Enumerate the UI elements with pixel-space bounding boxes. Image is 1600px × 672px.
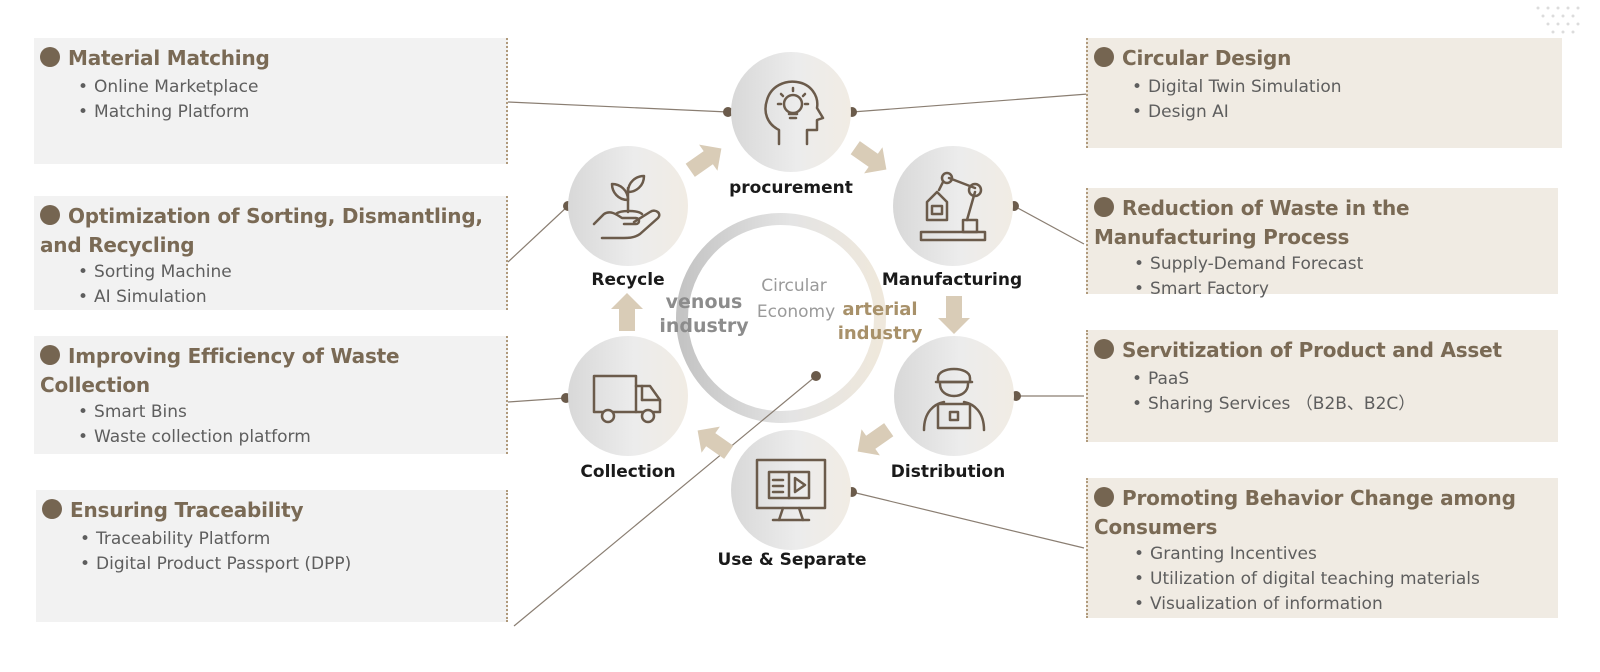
arrow-use-to-collection [697,426,734,459]
arrow-distribution-to-use [857,423,894,456]
box-items: Sorting Machine AI Simulation [78,260,496,310]
arterial-industry-label: arterial industry [837,299,923,344]
list-item: Supply-Demand Forecast [1134,252,1548,277]
node-distribution [894,336,1014,456]
bullet-dot-icon [1094,47,1114,67]
list-item: Sharing Services （B2B、B2C） [1132,392,1548,417]
connector-material-matching [507,101,729,113]
box-material-matching: Material Matching Online Marketplace Mat… [34,38,508,164]
box-items: Smart Bins Waste collection platform [78,400,496,450]
node-collection [568,336,688,456]
list-item: Granting Incentives [1134,542,1548,567]
hand-plant-icon [592,174,661,240]
list-item: Visualization of information [1134,592,1548,617]
box-sorting-optimization: Optimization of Sorting, Dismantling, an… [34,196,508,310]
bullet-dot-icon [1094,487,1114,507]
circular-economy-ring [676,213,886,423]
node-label-distribution: Distribution [890,462,1006,482]
connector-sorting [507,205,569,263]
node-label-procurement: procurement [729,178,853,198]
worker-laptop-icon [922,367,986,432]
idea-head-icon [764,80,825,146]
truck-icon [592,374,662,424]
box-title: Optimization of Sorting, Dismantling, an… [40,204,483,257]
list-item: Smart Factory [1134,277,1548,302]
node-recycle [568,146,688,266]
box-waste-reduction: Reduction of Waste in the Manufacturing … [1086,188,1558,299]
connector-waste-collection [507,397,567,403]
list-item: PaaS [1132,367,1548,392]
box-items: Supply-Demand Forecast Smart Factory [1134,252,1548,302]
list-item: Design AI [1132,100,1552,125]
connector-circular-design [851,93,1089,113]
bullet-dot-icon [40,345,60,365]
list-item: Digital Twin Simulation [1132,75,1552,100]
list-item: Smart Bins [78,400,496,425]
list-item: Matching Platform [78,100,496,125]
box-title: Promoting Behavior Change among Consumer… [1094,486,1516,539]
arrow-manufacturing-to-distribution [938,296,970,334]
arrow-collection-to-recycle [611,293,643,331]
box-items: Granting Incentives Utilization of digit… [1134,542,1548,617]
robot-arm-icon [919,171,987,242]
box-title: Circular Design [1094,44,1552,73]
node-label-collection: Collection [580,462,676,482]
arrow-recycle-to-procurement [685,144,722,177]
center-label-circular: Circular [761,276,827,296]
box-items: Traceability Platform Digital Product Pa… [80,527,496,577]
list-item: Traceability Platform [80,527,496,552]
dot-pattern-decoration [1536,6,1580,34]
box-waste-collection: Improving Efficiency of Waste Collection… [34,336,508,454]
venous-industry-label: venous industry [659,291,749,337]
bullet-dot-icon [42,499,62,519]
bullet-dot-icon [1094,339,1114,359]
connector-behavior-change [851,491,1085,549]
box-items: Online Marketplace Matching Platform [78,75,496,125]
list-item: AI Simulation [78,285,496,310]
list-item: Online Marketplace [78,75,496,100]
list-item: Waste collection platform [78,425,496,450]
node-manufacturing [893,146,1013,266]
monitor-book-icon [755,458,827,522]
box-behavior-change: Promoting Behavior Change among Consumer… [1086,478,1558,618]
box-circular-design: Circular Design Digital Twin Simulation … [1086,38,1562,148]
center-label-economy: Economy [756,302,836,322]
bullet-dot-icon [1094,197,1114,217]
box-items: PaaS Sharing Services （B2B、B2C） [1132,367,1548,417]
connector-waste-reduction [1013,205,1085,245]
box-title: Improving Efficiency of Waste Collection [40,344,400,397]
arrow-procurement-to-manufacturing [850,141,887,174]
bullet-dot-icon [40,47,60,67]
box-title: Servitization of Product and Asset [1094,336,1548,365]
node-use-separate [731,430,851,550]
node-label-use-separate: Use & Separate [717,550,867,570]
node-label-manufacturing: Manufacturing [881,270,1023,290]
box-servitization: Servitization of Product and Asset PaaS … [1086,330,1558,442]
box-title: Ensuring Traceability [42,496,496,525]
box-title: Material Matching [40,44,496,73]
box-traceability: Ensuring Traceability Traceability Platf… [36,490,508,622]
box-title: Reduction of Waste in the Manufacturing … [1094,196,1410,249]
node-label-recycle: Recycle [591,270,665,290]
list-item: Sorting Machine [78,260,496,285]
bullet-dot-icon [40,205,60,225]
connector-traceability [513,375,817,627]
box-items: Digital Twin Simulation Design AI [1132,75,1552,125]
node-procurement [731,52,851,172]
list-item: Digital Product Passport (DPP) [80,552,496,577]
list-item: Utilization of digital teaching material… [1134,567,1548,592]
